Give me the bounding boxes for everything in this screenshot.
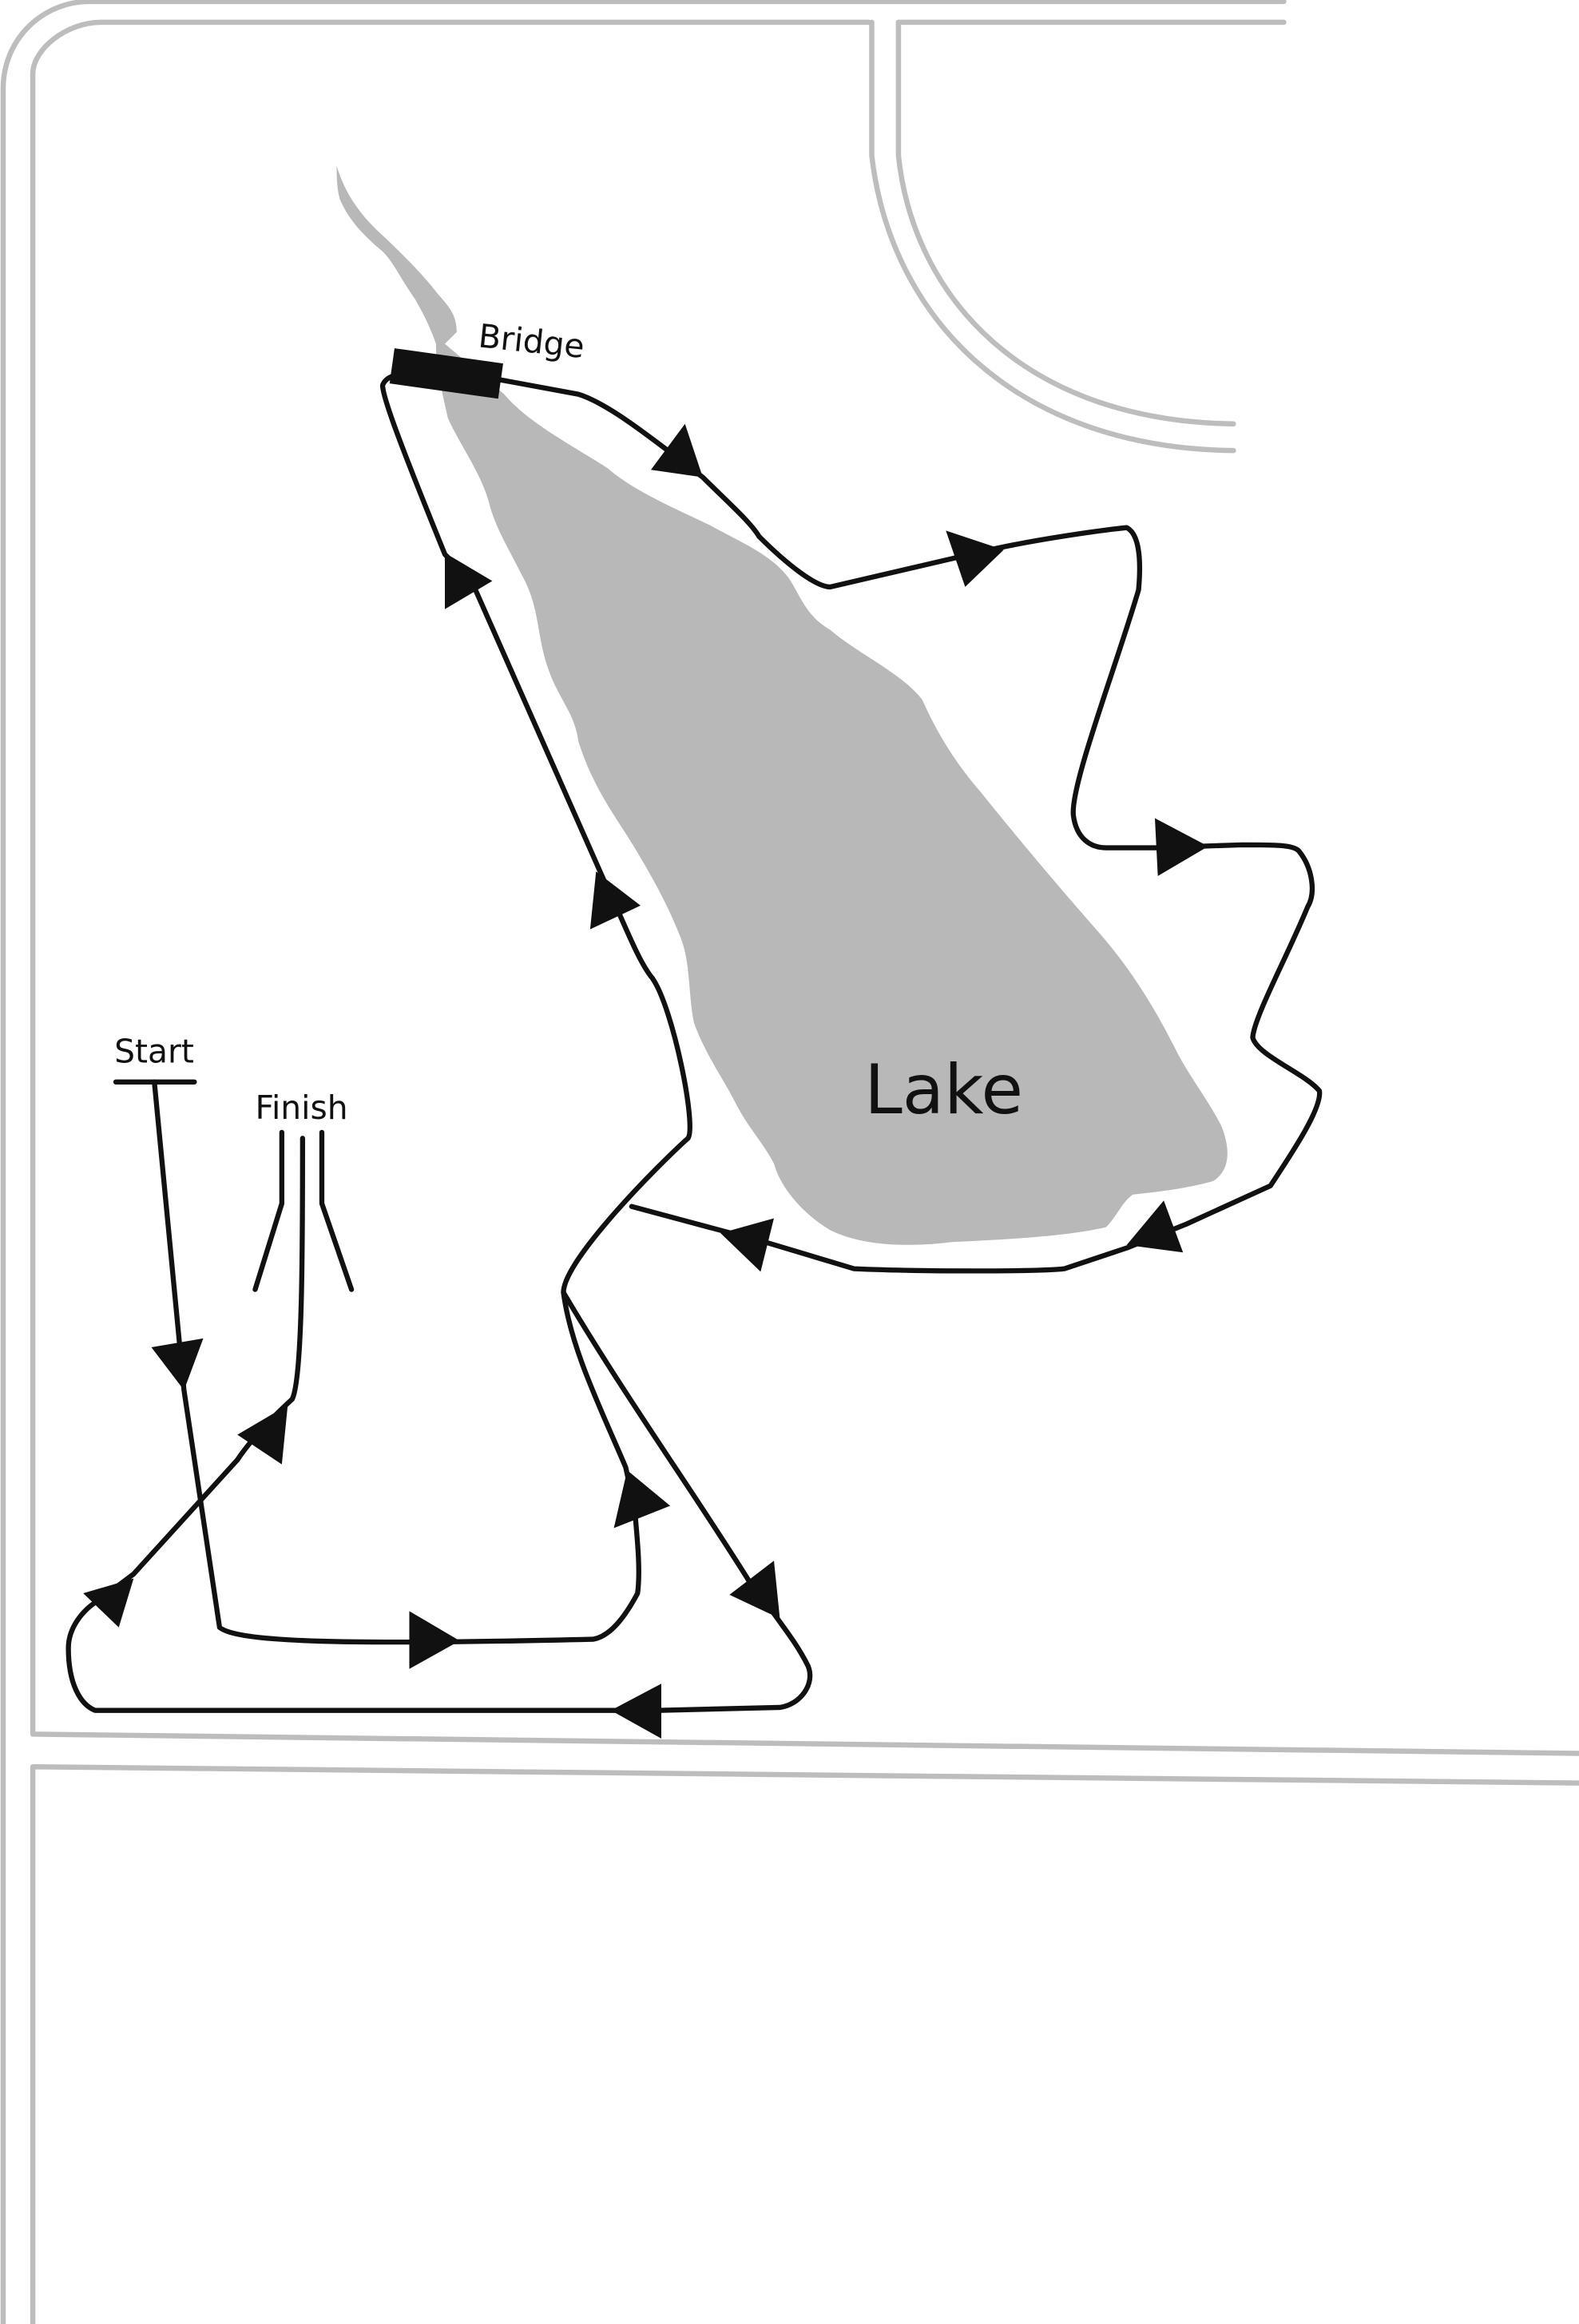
road-lower-edge (30, 1763, 1579, 2324)
triangle-arrow-icon (650, 423, 703, 478)
triangle-arrow-icon (409, 1611, 460, 1669)
triangle-arrow-icon (610, 1684, 661, 1739)
triangle-arrow-icon (151, 1338, 204, 1390)
bridge-bar-icon (389, 348, 503, 399)
direction-arrows (83, 423, 1208, 1739)
finish-right-line (319, 1129, 355, 1292)
lake-shape (435, 343, 1228, 1245)
route-lower-loop (65, 1136, 813, 1713)
bridge-label: Bridge (477, 316, 586, 366)
triangle-arrow-icon (729, 1561, 780, 1619)
triangle-arrow-icon (445, 553, 493, 609)
road-outer-edge (0, 0, 1287, 2324)
start-label: Start (114, 1033, 194, 1071)
triangle-arrow-icon (613, 1470, 671, 1529)
stream (336, 165, 457, 344)
lake: Lake (336, 165, 1228, 1245)
triangle-arrow-icon (83, 1578, 134, 1628)
road-inner-edge (30, 19, 1579, 1756)
route (65, 371, 1323, 1713)
triangle-arrow-icon (1154, 818, 1208, 876)
finish-marker: Finish (252, 1089, 355, 1292)
lake-label: Lake (864, 1051, 1023, 1130)
triangle-arrow-icon (237, 1405, 288, 1465)
triangle-arrow-icon (589, 871, 641, 930)
road-curve-inner (895, 19, 1236, 427)
triangle-arrow-icon (720, 1218, 775, 1272)
finish-left-line (252, 1129, 285, 1292)
triangle-arrow-icon (946, 530, 1004, 587)
start-marker: Start (113, 1033, 197, 1085)
route-main-loop (152, 371, 1323, 1645)
triangle-arrow-icon (1126, 1200, 1184, 1253)
road-curve-outer (869, 19, 1236, 454)
finish-label: Finish (255, 1089, 347, 1127)
